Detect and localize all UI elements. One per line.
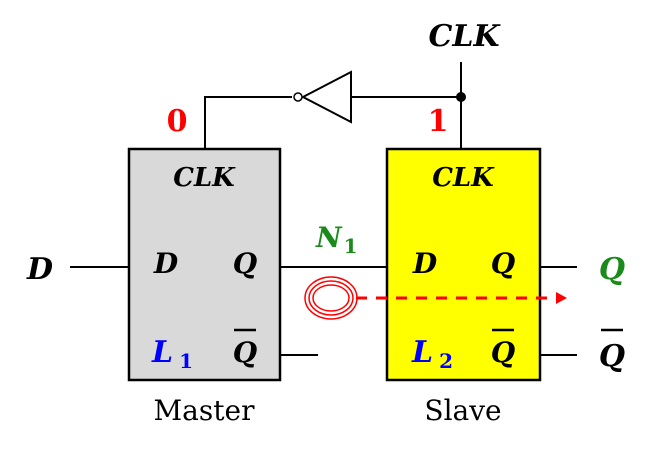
qbar-output-label: Q — [599, 339, 625, 374]
loop-ring-inner — [312, 284, 350, 312]
slave-clk-value: 1 — [428, 104, 449, 139]
slave-caption: Slave — [424, 394, 501, 427]
junction-dot — [456, 92, 466, 102]
slave-d-pin: D — [412, 247, 438, 280]
inverter-bubble — [293, 92, 303, 102]
slave-qbar-pin: Q — [491, 336, 515, 369]
master-q-pin: Q — [233, 247, 257, 280]
inverted-clk-wire — [204, 96, 292, 149]
master-qbar-pin: Q — [233, 336, 257, 369]
loop-ring-middle — [308, 280, 354, 316]
wires — [70, 62, 577, 356]
slave-latch-box — [385, 147, 542, 382]
d-input-label: D — [26, 252, 53, 287]
signal-path-annotation — [304, 276, 567, 320]
master-caption: Master — [154, 394, 256, 427]
arrowhead-icon — [556, 292, 567, 304]
master-latch-box — [127, 147, 282, 382]
master-d-pin: D — [153, 247, 179, 280]
slave-clk-pin: CLK — [432, 163, 495, 193]
slave-q-pin: Q — [491, 247, 515, 280]
q-output-label: Q — [599, 252, 625, 287]
master-clk-value: 0 — [167, 104, 188, 139]
inverter-icon — [300, 70, 352, 124]
clk-input-label: CLK — [428, 19, 501, 54]
master-clk-pin: CLK — [173, 163, 236, 193]
